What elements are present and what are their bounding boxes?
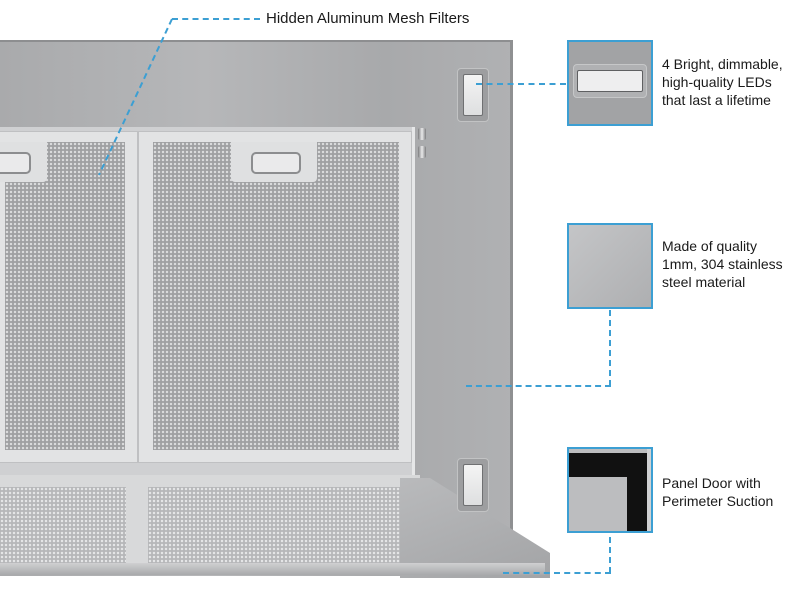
hood-edge bbox=[510, 40, 513, 574]
steel-label-line: steel material bbox=[662, 274, 746, 290]
filter-handle bbox=[251, 152, 301, 174]
leader-line-filters-diagonal bbox=[98, 18, 173, 176]
leader-line-door-v bbox=[609, 537, 611, 573]
led-light-top bbox=[457, 68, 489, 122]
steel-label: Made of quality 1mm, 304 stainless steel… bbox=[662, 237, 783, 291]
led-lens bbox=[463, 464, 483, 506]
door-gap-right bbox=[627, 453, 647, 531]
leader-line-door-h bbox=[503, 572, 611, 574]
leds-label: 4 Bright, dimmable, high-quality LEDs th… bbox=[662, 55, 783, 109]
filter-area bbox=[0, 127, 415, 475]
door-label-line: Perimeter Suction bbox=[662, 493, 774, 509]
filter-mesh bbox=[153, 142, 399, 450]
led-frame bbox=[573, 64, 647, 98]
leader-line-steel-v bbox=[609, 310, 611, 386]
lower-filter-panel bbox=[0, 475, 420, 575]
filter-handle bbox=[0, 152, 31, 174]
hinge-icon bbox=[418, 146, 426, 158]
leader-line-filters bbox=[172, 18, 260, 20]
mesh-filter-right bbox=[138, 131, 412, 463]
bottom-rail bbox=[0, 563, 545, 575]
leds-label-line: 4 Bright, dimmable, bbox=[662, 56, 783, 72]
steel-label-line: Made of quality bbox=[662, 238, 757, 254]
filters-label: Hidden Aluminum Mesh Filters bbox=[266, 10, 470, 27]
door-thumbnail bbox=[567, 447, 653, 533]
led-lens-zoom bbox=[577, 70, 643, 92]
lower-mesh-left bbox=[0, 487, 126, 565]
filter-tab bbox=[231, 142, 317, 182]
led-thumbnail bbox=[567, 40, 653, 126]
door-label-line: Panel Door with bbox=[662, 475, 761, 491]
hinge-icon bbox=[418, 128, 426, 140]
steel-thumbnail bbox=[567, 223, 653, 309]
leds-label-line: high-quality LEDs bbox=[662, 74, 772, 90]
door-edge bbox=[647, 449, 651, 531]
led-lens bbox=[463, 74, 483, 116]
led-light-bottom bbox=[457, 458, 489, 512]
leds-label-line: that last a lifetime bbox=[662, 92, 771, 108]
filter-tab bbox=[0, 142, 47, 182]
leader-line-steel-h bbox=[466, 385, 611, 387]
door-label: Panel Door with Perimeter Suction bbox=[662, 474, 773, 510]
lower-mesh-right bbox=[148, 487, 402, 565]
mesh-filter-left bbox=[0, 131, 138, 463]
filter-mesh bbox=[5, 142, 125, 450]
leader-line-leds bbox=[476, 83, 566, 85]
steel-label-line: 1mm, 304 stainless bbox=[662, 256, 783, 272]
